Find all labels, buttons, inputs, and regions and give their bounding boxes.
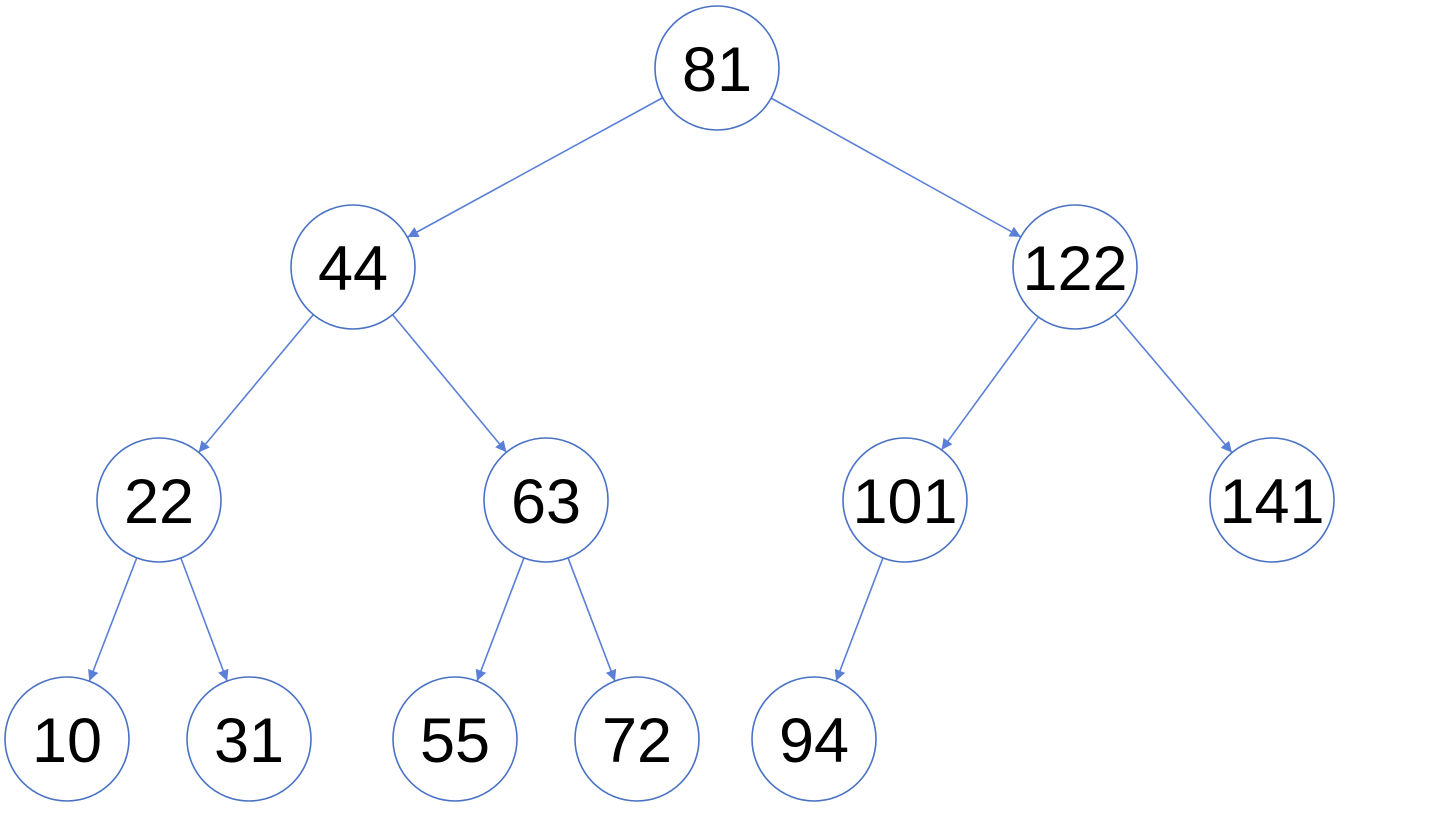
node-circle: [654, 5, 780, 131]
nodes-layer: 81 44 122 22 63 101 141 10 31 55 72 94: [4, 5, 1335, 802]
node-label: 55: [420, 706, 490, 776]
edge-arrow-122-to-101: [940, 316, 1040, 451]
node-circle: [1209, 437, 1335, 563]
tree-node-44: 44: [290, 204, 416, 330]
node-label: 72: [602, 706, 672, 776]
tree-node-10: 10: [4, 676, 130, 802]
node-circle: [392, 676, 518, 802]
tree-node-94: 94: [751, 676, 877, 802]
node-circle: [96, 437, 222, 563]
node-circle: [574, 676, 700, 802]
edge-arrow-81-to-44: [407, 97, 663, 238]
node-label: 122: [1022, 234, 1127, 304]
tree-node-55: 55: [392, 676, 518, 802]
edge-arrow-22-to-31: [180, 557, 229, 682]
edge-arrow-63-to-72: [567, 557, 617, 682]
node-label: 22: [124, 467, 194, 537]
node-circle: [751, 676, 877, 802]
edge-arrow-101-to-94: [834, 557, 884, 682]
node-label: 63: [511, 467, 581, 537]
edge-arrow-44-to-63: [391, 314, 508, 453]
node-label: 31: [214, 706, 284, 776]
tree-node-141: 141: [1209, 437, 1335, 563]
edges-layer: [88, 97, 1233, 682]
node-label: 94: [779, 706, 849, 776]
node-circle: [1012, 204, 1138, 330]
edge-arrow-122-to-141: [1114, 313, 1233, 454]
tree-node-101: 101: [842, 437, 968, 563]
node-circle: [186, 676, 312, 802]
node-label: 81: [682, 35, 752, 105]
node-label: 141: [1219, 467, 1324, 537]
tree-node-63: 63: [483, 437, 609, 563]
node-circle: [4, 676, 130, 802]
tree-node-31: 31: [186, 676, 312, 802]
tree-node-122: 122: [1012, 204, 1138, 330]
node-circle: [483, 437, 609, 563]
tree-node-72: 72: [574, 676, 700, 802]
edge-arrow-81-to-122: [770, 97, 1022, 238]
tree-node-81: 81: [654, 5, 780, 131]
node-circle: [290, 204, 416, 330]
node-label: 44: [318, 234, 388, 304]
edge-arrow-22-to-10: [88, 557, 138, 682]
node-circle: [842, 437, 968, 563]
node-label: 10: [32, 706, 102, 776]
node-label: 101: [852, 467, 957, 537]
tree-node-22: 22: [96, 437, 222, 563]
edge-arrow-63-to-55: [475, 557, 525, 682]
edge-arrow-44-to-22: [198, 314, 314, 453]
